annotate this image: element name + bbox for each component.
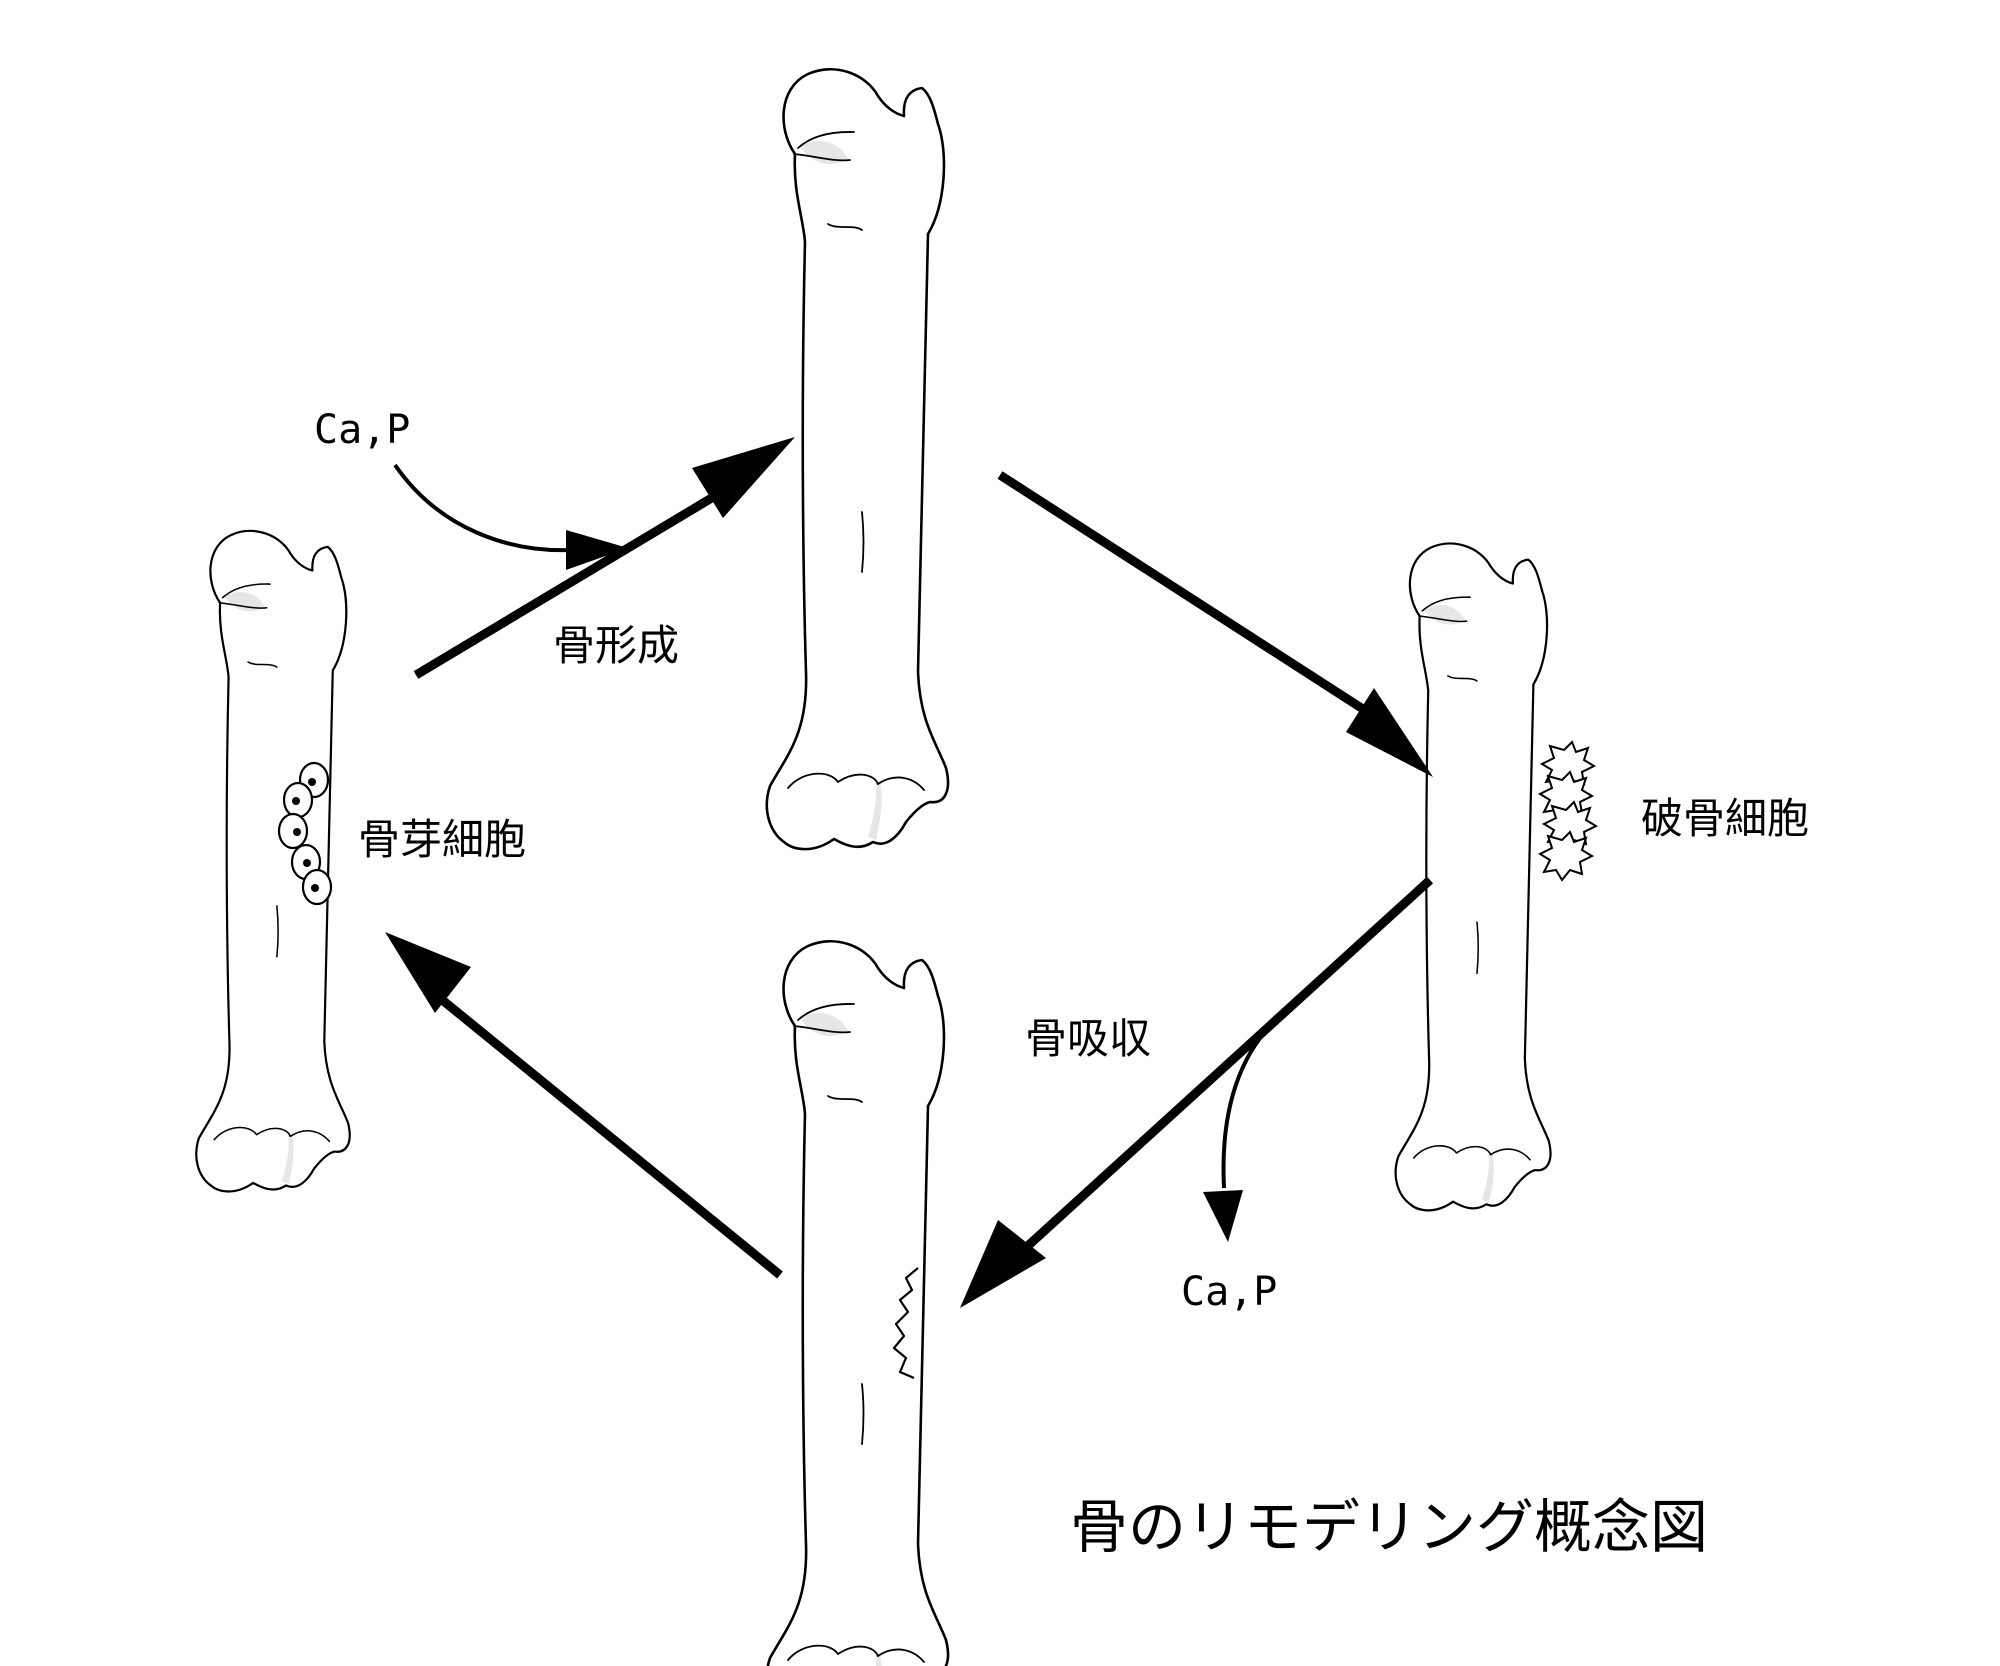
osteoblast-cells [277, 761, 333, 906]
resorption-pit [892, 1267, 919, 1380]
osteoblast-label: 骨芽細胞 [358, 815, 526, 864]
bone-right [1394, 542, 1552, 1212]
osteoclast-label: 破骨細胞 [1641, 794, 1809, 843]
bone-resorption-label: 骨吸収 [1025, 1014, 1151, 1063]
diagram-title: 骨のリモデリング概念図 [1070, 1493, 1708, 1561]
arrow-to-osteoblast [385, 932, 783, 1279]
mineral-in-arrow [393, 463, 628, 570]
osteoclast-cells [1537, 740, 1599, 882]
bone-bottom [765, 939, 950, 1666]
arrow-to-osteoclast [997, 471, 1433, 777]
bone-top [765, 67, 950, 851]
bone-formation-label: 骨形成 [553, 621, 679, 670]
mineral-out-arrow [1203, 1013, 1284, 1242]
osteoclast-cell [1537, 830, 1595, 882]
bone-left [195, 529, 351, 1193]
arrow-bone-resorption [960, 876, 1434, 1308]
arrow-bone-formation [413, 437, 795, 679]
mineral-out-label: Ca,P [1181, 1269, 1277, 1315]
osteoblast-cell [277, 812, 309, 850]
mineral-in-label: Ca,P [314, 407, 410, 453]
